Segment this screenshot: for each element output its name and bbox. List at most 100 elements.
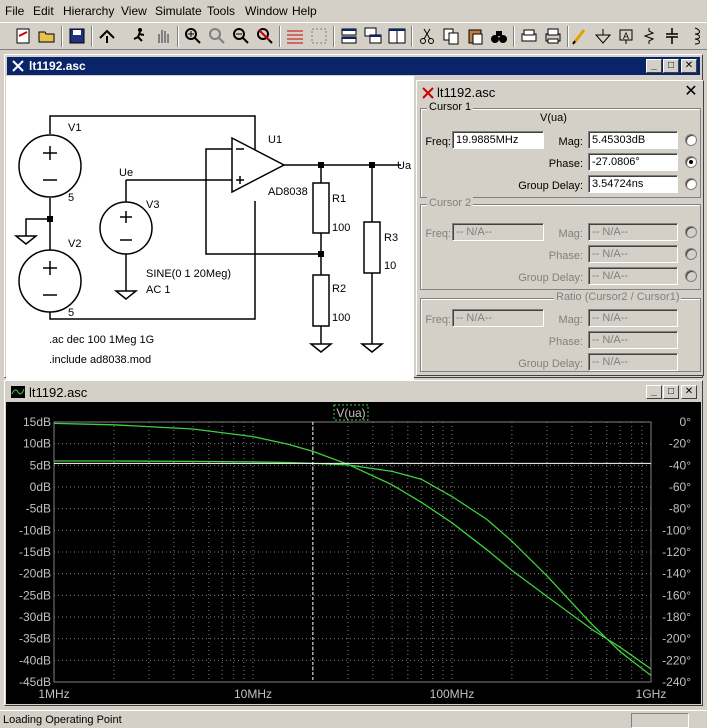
cursor-panel-close-button[interactable]: ✕ xyxy=(684,83,698,100)
y-left-tick-label: -25dB xyxy=(19,588,51,602)
plot-maximize-button[interactable]: □ xyxy=(663,385,679,399)
menu-edit[interactable]: Edit xyxy=(33,4,54,18)
save-icon[interactable] xyxy=(67,26,87,46)
ratio-group-delay-field[interactable]: -- N/A-- xyxy=(588,353,678,371)
tile-horizontal-icon[interactable] xyxy=(339,26,359,46)
status-panel xyxy=(631,713,689,728)
voltage-source-v3[interactable] xyxy=(99,201,153,255)
cursor2-legend: Cursor 2 xyxy=(427,197,474,209)
plot-close-button[interactable]: ✕ xyxy=(681,385,697,399)
plot-titlebar[interactable]: lt1192.asc _ □ ✕ xyxy=(7,383,700,401)
cut-icon[interactable] xyxy=(417,26,437,46)
draw-wire-icon[interactable] xyxy=(570,26,590,46)
y-left-tick-label: -5dB xyxy=(26,502,51,516)
label-u1-model: AD8038 xyxy=(268,186,308,198)
plot-minimize-button[interactable]: _ xyxy=(646,385,662,399)
cursor2-mag-label: Mag: xyxy=(558,228,583,240)
minimize-button[interactable]: _ xyxy=(646,59,662,73)
ratio-mag-field[interactable]: -- N/A-- xyxy=(588,309,678,327)
capacitor-icon[interactable] xyxy=(662,26,682,46)
ratio-phase-field[interactable]: -- N/A-- xyxy=(588,331,678,349)
run-icon[interactable] xyxy=(129,26,149,46)
ground-icon[interactable] xyxy=(593,26,613,46)
cursor2-mag-field[interactable]: -- N/A-- xyxy=(588,223,678,241)
cursor-panel-titlebar[interactable]: lt1192.asc ✕ xyxy=(419,83,701,103)
y-right-tick-label: -100° xyxy=(662,523,691,537)
schematic-canvas[interactable]: V1 5 V2 5 V3 SINE(0 1 20Meg) AC 1 Ue Ua … xyxy=(6,76,414,428)
halt-hand-icon[interactable] xyxy=(153,26,173,46)
menu-file[interactable]: File xyxy=(5,4,25,18)
autorange-icon[interactable] xyxy=(285,26,305,46)
menu-tools[interactable]: Tools xyxy=(207,4,236,18)
ground-symbol-4 xyxy=(359,343,385,353)
tile-vertical-icon[interactable] xyxy=(387,26,407,46)
schematic-titlebar[interactable]: lt1192.asc _ □ ✕ xyxy=(7,57,700,75)
cursor2-phase-field[interactable]: -- N/A-- xyxy=(588,245,678,263)
inductor-icon[interactable] xyxy=(685,26,705,46)
voltage-source-v2[interactable] xyxy=(18,249,82,313)
cursor1-phase-field[interactable]: -27.0806° xyxy=(588,153,678,171)
resistor-r2[interactable] xyxy=(312,274,330,327)
grid-icon[interactable] xyxy=(309,26,329,46)
menu-help[interactable]: Help xyxy=(292,4,317,18)
label-v3: V3 xyxy=(146,199,159,211)
y-left-tick-label: -10dB xyxy=(19,523,51,537)
close-button[interactable]: ✕ xyxy=(681,59,697,73)
ratio-group: Ratio (Cursor2 / Cursor1) Freq: -- N/A--… xyxy=(420,291,701,372)
menu-simulate[interactable]: Simulate xyxy=(155,4,202,18)
pan-icon[interactable] xyxy=(207,26,227,46)
menu-hierarchy[interactable]: Hierarchy xyxy=(63,4,115,18)
waveform-doc-icon xyxy=(10,384,26,400)
cursor1-group-delay-field[interactable]: 3.54724ns xyxy=(588,175,678,193)
new-schematic-icon[interactable] xyxy=(13,26,33,46)
ratio-mag-label: Mag: xyxy=(558,314,583,326)
cursor2-phase-label: Phase: xyxy=(548,250,583,262)
spice-directive-include[interactable]: .include ad8038.mod xyxy=(49,354,151,366)
cursor2-group-delay-field[interactable]: -- N/A-- xyxy=(588,267,678,285)
control-panel-icon[interactable] xyxy=(97,26,117,46)
cursor1-group-delay-radio[interactable] xyxy=(685,178,697,190)
menu-window[interactable]: Window xyxy=(245,4,288,18)
trace-label-box xyxy=(333,404,369,421)
net-label-ue: Ue xyxy=(119,167,133,179)
zoom-in-icon[interactable] xyxy=(183,26,203,46)
cursor-panel: lt1192.asc ✕ Cursor 1 V(ua) Freq: 19.988… xyxy=(416,80,704,376)
menu-bar: File Edit Hierarchy View Simulate Tools … xyxy=(0,0,707,22)
print-icon[interactable] xyxy=(543,26,563,46)
cursor1-mag-field[interactable]: 5.45303dB xyxy=(588,131,678,149)
y-right-tick-label: -140° xyxy=(662,567,691,581)
cursor1-freq-field[interactable]: 19.9885MHz xyxy=(452,131,544,149)
cursor2-freq-field[interactable]: -- N/A-- xyxy=(452,223,544,241)
cascade-icon[interactable] xyxy=(363,26,383,46)
y-right-tick-label: -240° xyxy=(662,675,691,689)
label-net-icon[interactable]: A xyxy=(616,26,636,46)
ratio-freq-field[interactable]: -- N/A-- xyxy=(452,309,544,327)
cursor2-group-delay-radio[interactable] xyxy=(685,270,697,282)
zoom-out-icon[interactable] xyxy=(231,26,251,46)
plot-doc-icon xyxy=(421,86,435,103)
y-right-tick-label: -80° xyxy=(669,502,691,516)
cursor1-legend: Cursor 1 xyxy=(427,101,474,113)
opamp-u1[interactable] xyxy=(231,136,286,194)
maximize-button[interactable]: □ xyxy=(663,59,679,73)
spice-directive-ac[interactable]: .ac dec 100 1Meg 1G xyxy=(49,334,154,346)
resistor-r1[interactable] xyxy=(312,182,330,234)
cursor2-mag-radio[interactable] xyxy=(685,226,697,238)
copy-icon[interactable] xyxy=(441,26,461,46)
resistor-icon[interactable] xyxy=(639,26,659,46)
resistor-r3[interactable] xyxy=(363,221,381,274)
print-setup-icon[interactable] xyxy=(519,26,539,46)
cursor2-freq-label: Freq: xyxy=(425,228,451,240)
find-icon[interactable] xyxy=(489,26,509,46)
cursor1-phase-radio[interactable] xyxy=(685,156,697,168)
trace-label[interactable]: V(ua) xyxy=(336,406,365,420)
cursor1-mag-radio[interactable] xyxy=(685,134,697,146)
schematic-title: lt1192.asc xyxy=(29,59,86,73)
voltage-source-v1[interactable] xyxy=(18,134,82,198)
open-folder-icon[interactable] xyxy=(37,26,57,46)
cursor2-phase-radio[interactable] xyxy=(685,248,697,260)
paste-icon[interactable] xyxy=(465,26,485,46)
menu-view[interactable]: View xyxy=(121,4,147,18)
zoom-fit-icon[interactable] xyxy=(255,26,275,46)
